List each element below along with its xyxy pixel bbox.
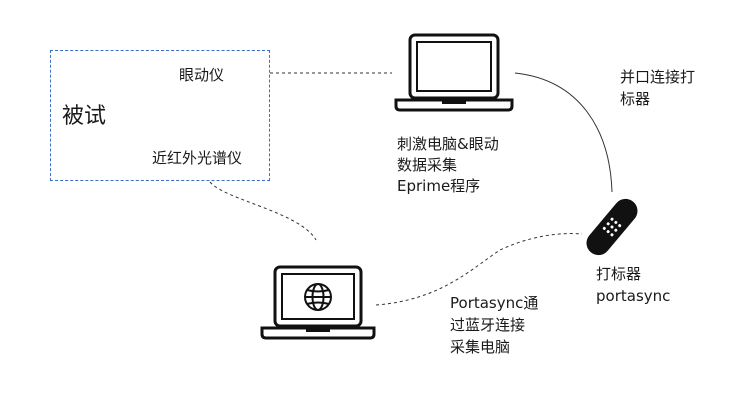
subject-box xyxy=(50,50,270,181)
nirs-label: 近红外光谱仪 xyxy=(152,149,243,167)
parallel-port-line xyxy=(514,72,613,193)
parallel-port-line2: 标器 xyxy=(620,90,651,108)
laptop-icon xyxy=(394,33,514,112)
acquisition-pc-line3: 采集电脑 xyxy=(450,338,511,356)
laptop-globe-icon xyxy=(260,265,376,340)
marker-line2: portasync xyxy=(596,287,671,305)
stimulus-pc-line3: Eprime程序 xyxy=(397,177,481,195)
nirs-to-acquisition-pc-line xyxy=(209,181,317,241)
bandage-marker-icon xyxy=(586,198,638,256)
acquisition-pc-line2: 过蓝牙连接 xyxy=(450,316,526,334)
stimulus-pc-line2: 数据采集 xyxy=(397,156,458,174)
marker-line1: 打标器 xyxy=(596,265,642,283)
eye-tracker-label: 眼动仪 xyxy=(179,66,225,84)
stimulus-pc-line1: 刺激电脑&眼动 xyxy=(397,135,499,153)
subject-title: 被试 xyxy=(62,104,107,129)
parallel-port-line1: 并口连接打 xyxy=(620,68,696,86)
acquisition-pc-line1: Portasync通 xyxy=(450,294,539,312)
